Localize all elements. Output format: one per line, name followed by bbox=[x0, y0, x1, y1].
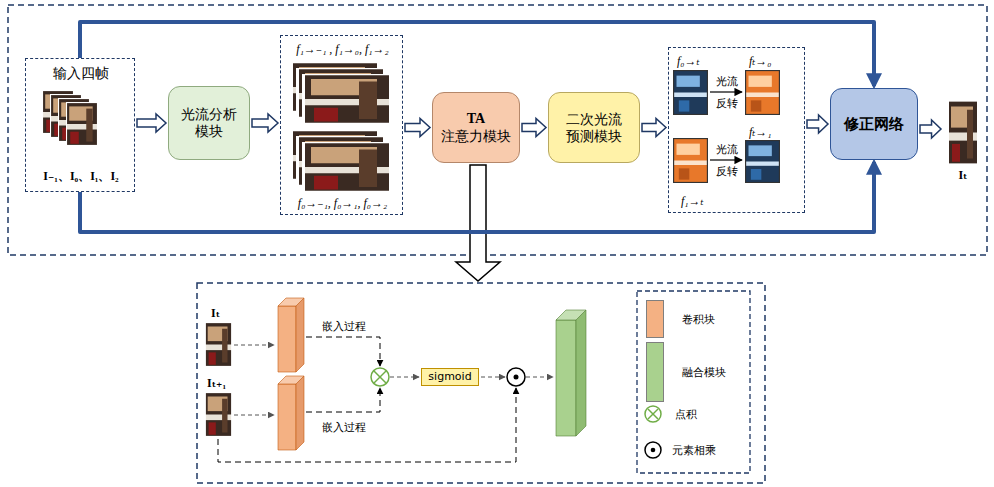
node-text: 光流分析 模块 bbox=[178, 106, 240, 140]
legend-text: 融合模块 bbox=[682, 365, 726, 380]
connector bbox=[80, 162, 874, 232]
node-text: 光流 反转 bbox=[715, 139, 739, 183]
process-box: 二次光流 预测模块 bbox=[548, 92, 640, 163]
flow-group-box: f₁→₋₁ , f₁→₀, f₁→₂ f₀→₋₁, f₀→₁, f₀→₂ bbox=[280, 35, 403, 215]
legend-text: 元素相乘 bbox=[672, 443, 716, 458]
legend-text: 点积 bbox=[675, 407, 697, 422]
attention-box: TA注意力模块 bbox=[432, 92, 520, 163]
node-text: I₋₁、I₀、I₁、I₂ bbox=[26, 169, 136, 183]
process-label: 嵌入过程 bbox=[322, 319, 366, 334]
node-text: sigmoid bbox=[428, 370, 471, 383]
sigmoid-box: sigmoid bbox=[421, 368, 479, 386]
connector bbox=[137, 114, 166, 132]
node-text: 输入四帧 bbox=[26, 65, 136, 82]
node-text: fₜ→₀ bbox=[749, 54, 771, 68]
connector bbox=[642, 119, 666, 137]
node-text: 二次光流 预测模块 bbox=[563, 111, 625, 145]
node-text: f₁→ₜ bbox=[681, 194, 703, 208]
input-frames-box: 输入四帧 I₋₁、I₀、I₁、I₂ bbox=[25, 58, 135, 192]
legend-swatch bbox=[646, 342, 664, 402]
node-text: Iₜ bbox=[943, 168, 983, 182]
node-text: fₜ→₁ bbox=[749, 125, 771, 139]
frame-label: Iₜ₊₁ bbox=[207, 376, 226, 391]
legend-swatch bbox=[646, 300, 664, 338]
connector bbox=[405, 119, 430, 137]
node-text: f₁→₋₁ , f₁→₀, f₁→₂ bbox=[281, 42, 404, 56]
connector bbox=[80, 22, 874, 86]
connector bbox=[807, 115, 828, 133]
node-text: f₀→₋₁, f₀→₁, f₀→₂ bbox=[281, 196, 404, 210]
connector bbox=[522, 119, 546, 137]
output-frame: Iₜ bbox=[943, 98, 983, 186]
node-text: f₀→ₜ bbox=[677, 54, 699, 68]
process-box: 光流分析 模块 bbox=[168, 86, 250, 160]
node-text: 光流 反转 bbox=[715, 71, 739, 115]
frame-label: Iₜ bbox=[211, 306, 220, 321]
node-text: 修正网络 bbox=[844, 115, 904, 133]
node-text: TA bbox=[467, 111, 485, 128]
process-box: 修正网络 bbox=[830, 88, 918, 160]
node-text: 注意力模块 bbox=[441, 128, 511, 145]
legend-text: 卷积块 bbox=[682, 312, 715, 327]
connector bbox=[920, 120, 941, 138]
flow-group-box: f₀→ₜ 光流 反转 fₜ→₀ fₜ→₁ 光流 反转 f₁→ₜ bbox=[668, 47, 805, 213]
connector bbox=[252, 114, 278, 132]
process-label: 嵌入过程 bbox=[322, 420, 366, 435]
